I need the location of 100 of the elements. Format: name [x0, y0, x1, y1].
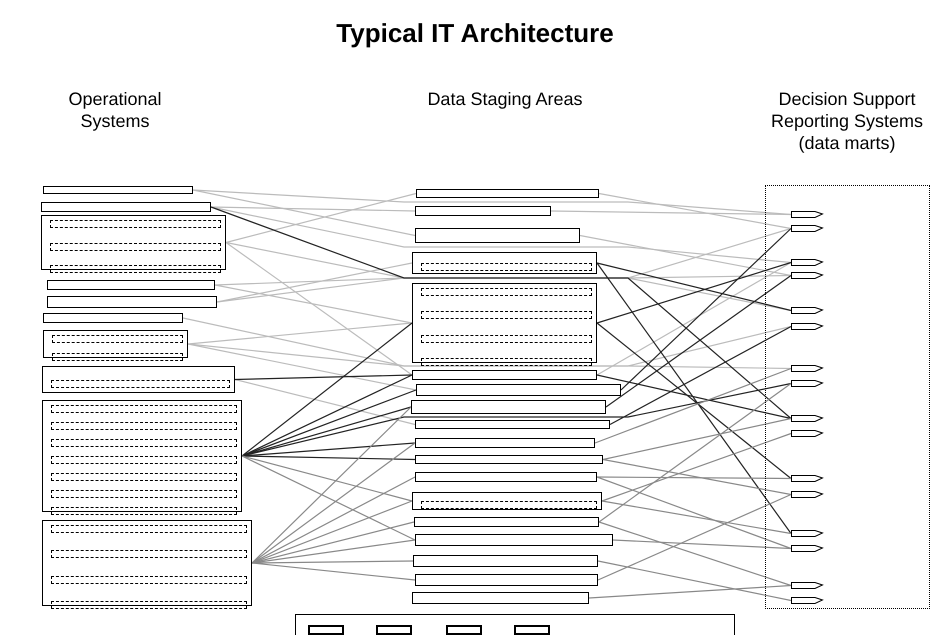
- system-box: [41, 215, 226, 270]
- connector-line: [182, 317, 792, 367]
- system-box: [412, 283, 597, 363]
- storage-box: [514, 625, 550, 635]
- connector-line: [580, 234, 792, 276]
- system-box: [415, 534, 613, 546]
- system-box: [415, 228, 580, 243]
- connector-line: [602, 432, 792, 502]
- data-mart-tab: [791, 272, 823, 279]
- connector-line: [596, 476, 792, 550]
- data-mart-tab: [791, 307, 823, 314]
- connector-line: [598, 383, 792, 522]
- connector-line: [214, 284, 412, 324]
- connector-line: [606, 275, 792, 408]
- data-mart-tab: [791, 475, 823, 482]
- data-mart-tab: [791, 597, 823, 604]
- data-mart-tab: [791, 545, 823, 552]
- connector-line: [602, 500, 792, 534]
- system-box: [43, 186, 193, 194]
- diagram-title: Typical IT Architecture: [335, 17, 615, 50]
- data-mart-tab: [791, 430, 823, 437]
- system-box: [415, 472, 597, 482]
- system-box: [415, 455, 603, 464]
- connector-line: [598, 494, 792, 581]
- system-box: [412, 592, 589, 604]
- data-mart-tab: [791, 323, 823, 330]
- system-box: [415, 420, 610, 429]
- data-mart-tab: [791, 380, 823, 387]
- system-box: [42, 366, 235, 393]
- data-mart-tab: [791, 225, 823, 232]
- connector-line: [188, 322, 412, 345]
- system-box: [47, 296, 217, 308]
- connector-line: [210, 206, 792, 264]
- connector-line: [188, 343, 791, 370]
- connector-line: [596, 322, 792, 479]
- connector-line: [596, 262, 792, 534]
- connector-line: [234, 378, 416, 426]
- connector-line: [192, 189, 416, 236]
- data-mart-tab: [791, 582, 823, 589]
- connector-line: [596, 262, 792, 324]
- connector-line: [612, 539, 792, 550]
- connector-line: [242, 455, 416, 541]
- connector-line: [597, 476, 791, 480]
- connector-line: [242, 322, 412, 456]
- connector-line: [598, 560, 792, 602]
- system-box: [47, 280, 215, 290]
- system-box: [414, 517, 599, 527]
- storage-panel: [295, 614, 735, 635]
- connector-line: [252, 562, 416, 581]
- storage-box: [308, 625, 344, 635]
- column-heading: Decision Support Reporting Systems (data marts): [770, 88, 924, 154]
- connector-line: [598, 192, 792, 230]
- column-heading: Data Staging Areas: [426, 88, 584, 110]
- connector-line: [226, 242, 412, 376]
- connector-line: [234, 374, 412, 380]
- storage-box: [376, 625, 412, 635]
- system-box: [416, 384, 621, 396]
- system-box: [415, 574, 598, 586]
- data-mart-tab: [791, 530, 823, 537]
- system-box: [42, 520, 252, 606]
- connector-line: [596, 374, 792, 420]
- connector-line: [242, 374, 412, 457]
- system-box: [41, 202, 211, 212]
- connector-line: [252, 406, 412, 564]
- connector-line: [226, 192, 416, 244]
- connector-line: [596, 262, 792, 312]
- connector-line: [216, 262, 412, 303]
- connector-line: [252, 442, 416, 564]
- system-box: [412, 370, 597, 380]
- system-box: [42, 400, 242, 512]
- system-box: [412, 492, 602, 510]
- connector-line: [252, 539, 416, 564]
- connector-line: [551, 210, 791, 216]
- connector-line: [602, 458, 792, 496]
- connector-line: [598, 521, 792, 586]
- connector-line: [210, 206, 792, 419]
- connector-line: [596, 262, 792, 376]
- data-mart-boundary: [765, 185, 930, 609]
- system-box: [415, 438, 595, 448]
- system-box: [43, 330, 188, 358]
- system-box: [43, 313, 183, 323]
- storage-box: [446, 625, 482, 635]
- connector-line: [210, 206, 416, 212]
- system-box: [411, 400, 606, 414]
- connector-line: [610, 326, 792, 426]
- system-box: [413, 555, 598, 567]
- system-box: [416, 189, 599, 198]
- connector-line: [192, 189, 792, 216]
- connector-line: [620, 228, 792, 390]
- system-box: [415, 206, 551, 216]
- connector-line: [602, 418, 792, 460]
- connector-line: [242, 455, 412, 502]
- data-mart-tab: [791, 365, 823, 372]
- system-box: [412, 252, 597, 274]
- connector-line: [588, 584, 792, 599]
- data-mart-tab: [791, 491, 823, 498]
- connector-line: [594, 368, 792, 444]
- data-mart-tab: [791, 259, 823, 266]
- column-heading: Operational Systems: [67, 88, 163, 132]
- data-mart-tab: [791, 211, 823, 218]
